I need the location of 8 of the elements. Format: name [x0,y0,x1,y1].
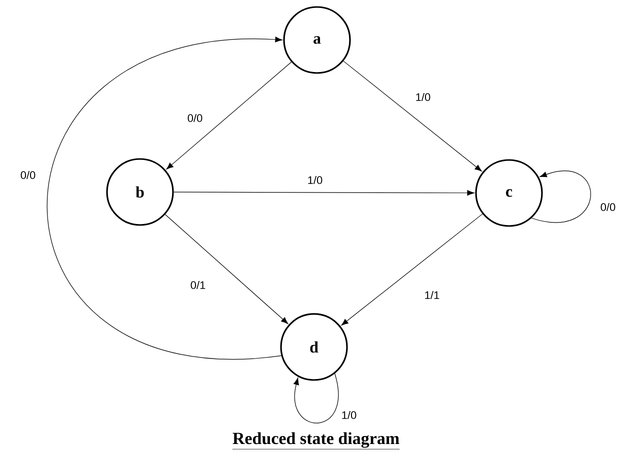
arrow [174,190,474,196]
arrow [166,62,292,170]
arrow [341,214,483,326]
arrow [294,373,338,424]
arrow [531,170,591,222]
arrow [343,60,482,172]
arrow [164,214,288,324]
caption: Reduced state diagram [232,432,400,450]
